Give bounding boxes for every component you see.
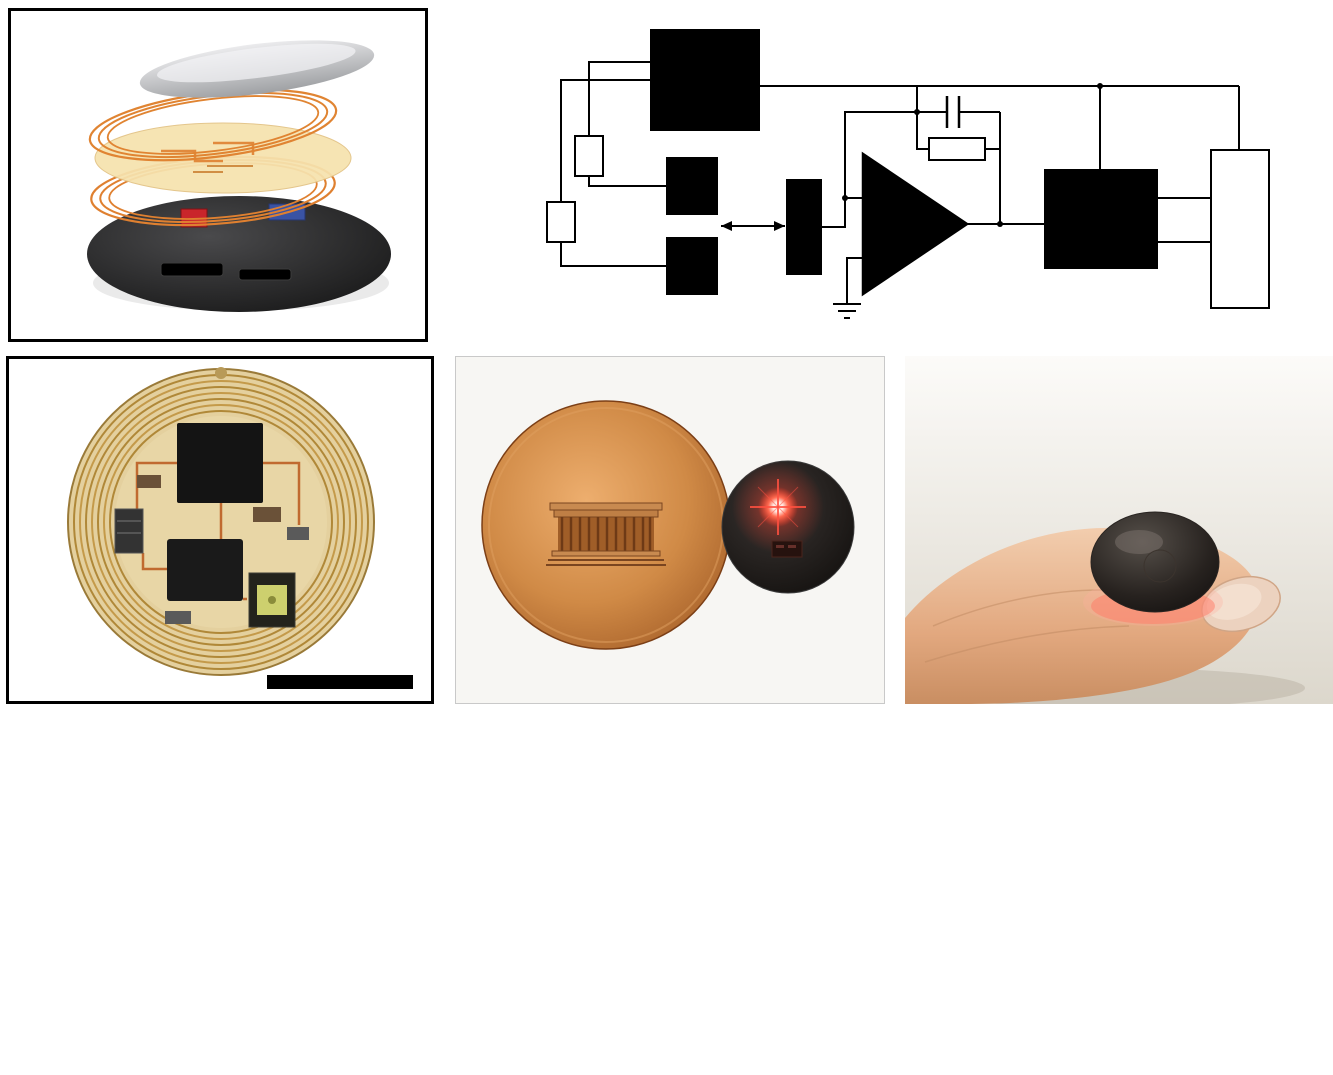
detection-section-box	[783, 14, 1017, 328]
fingertip-photo	[905, 356, 1333, 708]
antenna-block	[1210, 149, 1270, 309]
ic-chip	[167, 539, 243, 601]
lincoln-memorial	[546, 502, 666, 566]
wires	[560, 61, 1240, 319]
resistor-r1	[574, 135, 604, 177]
black-pad-component	[177, 423, 263, 503]
nfc-device-lit	[721, 460, 855, 594]
nfc-coil-device	[67, 367, 375, 676]
nfc-chip-block	[1044, 169, 1158, 269]
opamp-triangle	[861, 151, 970, 297]
panel-g	[452, 716, 886, 1072]
panel-b	[455, 2, 1333, 343]
resistor-r2	[546, 201, 576, 243]
panel-a	[8, 8, 428, 342]
striped-component	[114, 508, 144, 554]
penny	[481, 400, 731, 650]
panel-c	[6, 356, 434, 704]
scale-bar	[267, 675, 413, 689]
led-red-block	[666, 157, 718, 215]
fingernail	[1201, 575, 1281, 633]
skin-creases	[924, 589, 1130, 663]
size-comparison-photo	[456, 357, 884, 703]
resistor-r3	[928, 137, 986, 161]
panel-h	[898, 716, 1331, 1072]
copper-traces	[135, 461, 301, 601]
detector-block	[786, 179, 822, 275]
gap-arrow	[721, 221, 785, 231]
device-photo	[67, 367, 413, 689]
panel-e	[905, 356, 1333, 708]
system-block-diagram	[546, 14, 1270, 328]
wire-nodes	[842, 83, 1103, 227]
device-component-shadow	[771, 540, 803, 558]
top-encapsulation	[139, 40, 375, 98]
led-ir-block	[666, 237, 718, 295]
ppg-voltage-chart	[898, 716, 1331, 1072]
device-exploded-illustration	[87, 40, 391, 312]
mcu-block	[650, 29, 760, 131]
panel-f	[8, 716, 446, 1072]
nfc-device-on-finger	[1090, 511, 1220, 613]
led-current-chart	[452, 716, 886, 1072]
passive-components	[137, 475, 309, 624]
emission-spectrum-chart	[8, 716, 446, 1072]
led-module	[248, 572, 296, 628]
led-flare	[750, 479, 806, 535]
panel-d	[455, 356, 885, 704]
